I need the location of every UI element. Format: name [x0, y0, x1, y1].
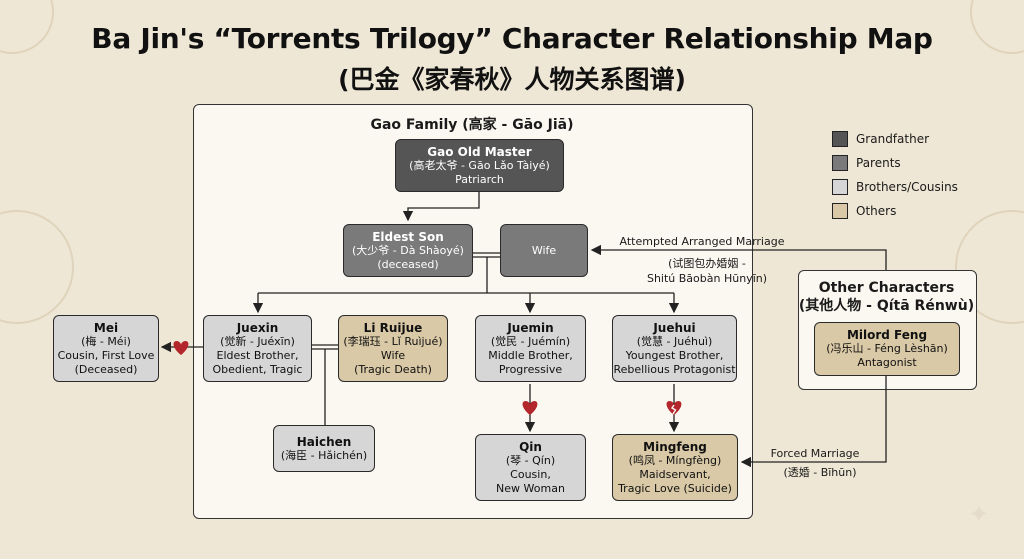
- node-milord-feng: Milord Feng (冯乐山 - Féng Lèshān) Antagoni…: [814, 322, 960, 376]
- other-characters-label: Other Characters (其他人物 - Qítā Rénwù): [798, 279, 975, 315]
- legend-swatch: [832, 203, 848, 219]
- gao-old-master-name: Gao Old Master: [427, 144, 532, 159]
- legend-item-brothers-cousins: Brothers/Cousins: [832, 179, 958, 195]
- legend-label: Grandfather: [856, 132, 930, 146]
- arranged-marriage-line-1: Attempted Arranged Marriage: [619, 235, 785, 248]
- li-ruijue-name: Li Ruijue: [363, 320, 423, 335]
- node-eldest-son: Eldest Son (大少爷 - Dà Shàoyé) (deceased): [343, 224, 473, 277]
- haichen-name: Haichen: [296, 434, 352, 449]
- node-haichen: Haichen (海臣 - Hǎichén): [273, 425, 375, 472]
- node-wife: Wife: [500, 224, 588, 277]
- page-subtitle: (巴金《家春秋》人物关系图谱): [338, 65, 686, 94]
- juehui-role: Youngest Brother,: [625, 348, 724, 362]
- heart-icon-juexin-mei: [173, 341, 189, 355]
- juexin-role: Eldest Brother,: [216, 348, 299, 362]
- mingfeng-role: Maidservant,: [639, 467, 711, 481]
- arranged-marriage-line-3: Shitú Bāobàn Hūnyīn): [646, 272, 768, 285]
- qin-name: Qin: [519, 439, 542, 454]
- legend-swatch: [832, 179, 848, 195]
- line-marriage-eldest-son-wife: [473, 252, 500, 258]
- edge-label-forced-marriage-sub: (透婚 - Bīhūn): [770, 465, 870, 480]
- legend-swatch: [832, 131, 848, 147]
- qin-trait: New Woman: [496, 481, 565, 495]
- juemin-trait: Progressive: [498, 362, 563, 376]
- juemin-role: Middle Brother,: [488, 348, 573, 362]
- qin-chinese: (琴 - Qín): [505, 453, 556, 467]
- line-attempted-arranged-marriage: [590, 244, 887, 270]
- heart-icon-juemin-qin: [522, 401, 538, 415]
- gao-family-label: Gao Family (高家 - Gāo Jiā): [370, 117, 574, 133]
- mei-role: Cousin, First Love: [57, 348, 155, 362]
- mingfeng-fate: Tragic Love (Suicide): [618, 481, 732, 495]
- arranged-marriage-line-2: (试图包办婚姻 -: [668, 257, 746, 270]
- line-forced-marriage: [740, 376, 887, 468]
- edge-label-arranged-marriage: Attempted Arranged Marriage: [612, 234, 792, 249]
- node-juehui: Juehui (觉慧 - Juéhuì) Youngest Brother, R…: [612, 315, 737, 382]
- haichen-chinese: (海臣 - Hǎichén): [280, 448, 368, 462]
- legend-item-grandfather: Grandfather: [832, 131, 929, 147]
- mei-chinese: (梅 - Méi): [81, 334, 131, 348]
- legend-swatch: [832, 155, 848, 171]
- node-li-ruijue: Li Ruijue (李瑞珏 - Lǐ Ruìjué) Wife (Tragic…: [338, 315, 448, 382]
- juehui-name: Juehui: [653, 320, 696, 335]
- node-juemin: Juemin (觉民 - Juémín) Middle Brother, Pro…: [475, 315, 586, 382]
- juemin-chinese: (觉民 - Juémín): [490, 334, 571, 348]
- mei-status: (Deceased): [74, 362, 138, 376]
- milord-feng-role: Antagonist: [857, 356, 917, 369]
- qin-role: Cousin,: [510, 467, 551, 481]
- li-ruijue-status: (Tragic Death): [354, 362, 432, 376]
- other-characters-title: Other Characters: [818, 280, 955, 296]
- wife-name: Wife: [531, 243, 557, 257]
- gao-old-master-chinese: (高老太爷 - Gāo Lǎo Tàiyé): [409, 158, 550, 172]
- legend-label: Parents: [856, 156, 901, 170]
- node-mingfeng: Mingfeng (鸣凤 - Míngfèng) Maidservant, Tr…: [612, 434, 738, 501]
- legend-item-parents: Parents: [832, 155, 901, 171]
- broken-heart-icon-juehui-mingfeng: [666, 401, 682, 415]
- mingfeng-chinese: (鸣凤 - Míngfèng): [628, 453, 722, 467]
- eldest-son-chinese: (大少爷 - Dà Shàoyé): [352, 243, 464, 257]
- juemin-name: Juemin: [507, 320, 554, 335]
- forced-marriage-line-2: (透婚 - Bīhūn): [783, 466, 857, 479]
- eldest-son-status: (deceased): [377, 257, 439, 271]
- other-characters-subtitle: (其他人物 - Qítā Rénwù): [798, 298, 975, 314]
- node-juexin: Juexin (觉新 - Juéxīn) Eldest Brother, Obe…: [203, 315, 312, 382]
- node-qin: Qin (琴 - Qín) Cousin, New Woman: [475, 434, 586, 501]
- hearts: [173, 341, 682, 415]
- line-marriage-juexin-li: [312, 344, 338, 350]
- juexin-name: Juexin: [236, 320, 279, 335]
- legend-item-others: Others: [832, 203, 896, 219]
- page-title: Ba Jin's “Torrents Trilogy” Character Re…: [91, 22, 933, 55]
- milord-feng-name: Milord Feng: [846, 328, 928, 342]
- node-gao-old-master: Gao Old Master (高老太爷 - Gāo Lǎo Tàiyé) Pa…: [395, 139, 564, 192]
- node-mei: Mei (梅 - Méi) Cousin, First Love (Deceas…: [53, 315, 159, 382]
- mingfeng-name: Mingfeng: [643, 439, 707, 454]
- juehui-chinese: (觉慧 - Juéhuì): [636, 334, 713, 348]
- mei-name: Mei: [93, 320, 119, 335]
- line-patriarch-to-eldest-son: [402, 192, 480, 222]
- legend-label: Brothers/Cousins: [856, 180, 958, 194]
- juexin-trait: Obedient, Tragic: [212, 362, 303, 376]
- legend-label: Others: [856, 204, 897, 218]
- forced-marriage-line-1: Forced Marriage: [770, 447, 860, 460]
- eldest-son-name: Eldest Son: [372, 229, 444, 244]
- milord-feng-chinese: (冯乐山 - Féng Lèshān): [826, 342, 948, 355]
- juehui-trait: Rebellious Protagonist: [613, 362, 736, 376]
- juexin-chinese: (觉新 - Juéxīn): [220, 334, 295, 348]
- gao-old-master-role: Patriarch: [455, 172, 504, 186]
- edge-label-arranged-marriage-sub: (试图包办婚姻 - Shitú Bāobàn Hūnyīn): [622, 256, 792, 286]
- edge-label-forced-marriage: Forced Marriage: [760, 446, 870, 461]
- li-ruijue-chinese: (李瑞珏 - Lǐ Ruìjué): [343, 334, 443, 348]
- sparkle-icon: ✦: [968, 500, 990, 530]
- li-ruijue-role: Wife: [380, 348, 406, 362]
